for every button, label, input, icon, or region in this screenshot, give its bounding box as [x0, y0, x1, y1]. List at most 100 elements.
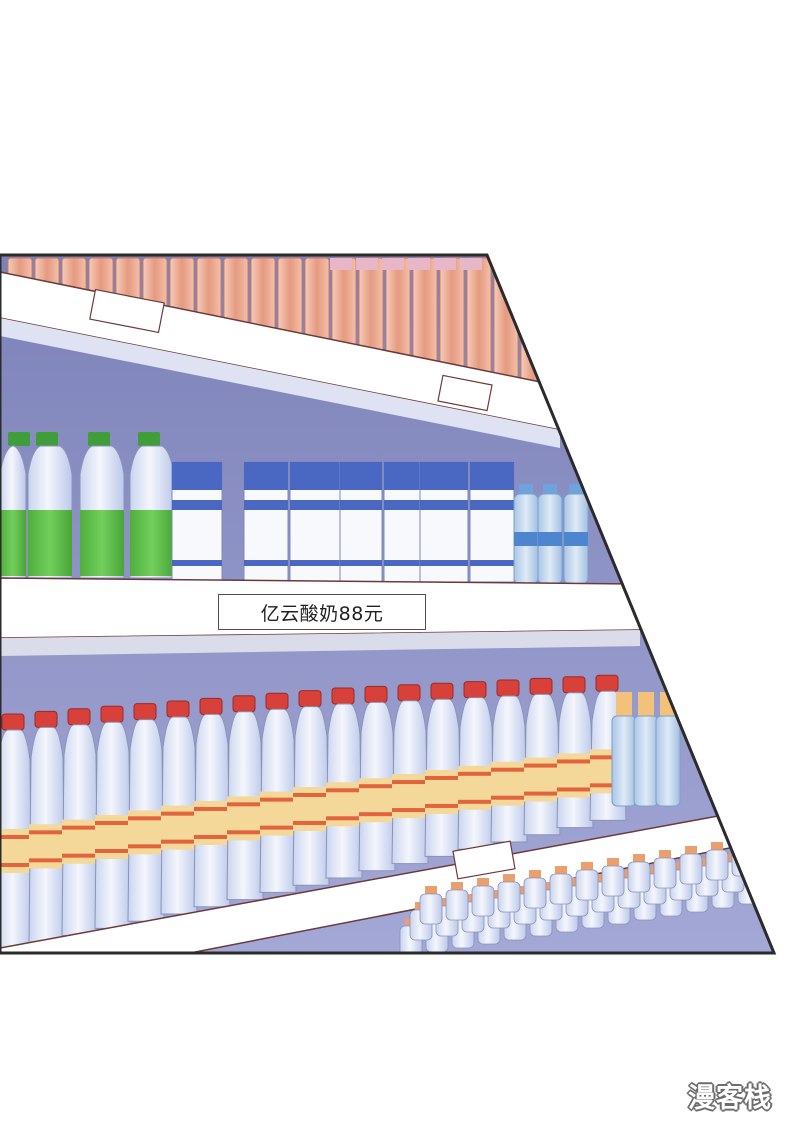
- top-shelf-underside: [0, 318, 560, 448]
- water-bottle-cap: [265, 692, 289, 710]
- small-bottle: [653, 857, 677, 889]
- milk-carton-stripe: [290, 560, 340, 566]
- water-bottle-cap: [430, 682, 454, 700]
- aqua-bottle-cap: [543, 484, 557, 494]
- water-label-stripe: [359, 812, 395, 817]
- milk-carton-band: [420, 500, 468, 510]
- water-label-stripe: [392, 808, 428, 813]
- small-bottle-cap: [685, 846, 697, 854]
- water-label-stripe: [524, 791, 560, 796]
- water-bottle-cap: [232, 695, 256, 713]
- water-bottle-cap: [166, 700, 190, 718]
- water-label-stripe: [590, 783, 626, 788]
- top-shelf-tag-right: [437, 374, 493, 412]
- aqua-bottle-label: [564, 532, 588, 546]
- small-bottle: [471, 885, 495, 917]
- milk-carton-stripe: [470, 560, 514, 566]
- water-label-stripe: [590, 755, 626, 760]
- milk-carton-band: [340, 500, 382, 510]
- water-row: [0, 674, 681, 951]
- publisher-watermark: 漫客栈: [688, 1082, 772, 1114]
- middle-row: [0, 432, 589, 585]
- small-bottle-cap: [607, 858, 619, 866]
- water-label-stripe: [557, 787, 593, 792]
- water-bottle-cap: [463, 681, 487, 699]
- water-label-stripe: [161, 811, 197, 816]
- water-label-stripe: [0, 835, 32, 839]
- green-bottle-cap: [88, 432, 110, 446]
- water-label-stripe: [425, 775, 461, 780]
- green-bottle-cap: [138, 432, 160, 446]
- water-bottle-cap: [562, 676, 586, 694]
- water-label-stripe: [128, 816, 164, 821]
- water-label-stripe: [293, 820, 329, 825]
- small-bottle-cap: [711, 842, 723, 850]
- water-label-stripe: [194, 834, 230, 839]
- small-bottle: [627, 861, 651, 893]
- green-bottle-cap: [36, 432, 58, 446]
- juice-can-top: [382, 258, 404, 270]
- water-bottle-cap: [397, 684, 421, 702]
- water-label-stripe: [524, 763, 560, 768]
- milk-carton-band: [470, 500, 514, 510]
- small-bottle: [575, 869, 599, 901]
- water-bottle-cap: [100, 705, 124, 723]
- green-bottle-liquid: [0, 510, 26, 576]
- water-bottle-cap: [529, 677, 553, 695]
- small-bottle: [523, 877, 547, 909]
- small-bottle: [419, 893, 443, 925]
- juice-can: [574, 257, 600, 410]
- water-label-stripe: [95, 848, 131, 853]
- juice-can-top: [330, 258, 352, 270]
- milk-carton-band: [172, 500, 222, 510]
- small-bottle: [757, 841, 774, 873]
- water-bottle-cap: [331, 687, 355, 705]
- aqua-bottle: [611, 715, 637, 807]
- juice-can-top: [460, 258, 482, 270]
- milk-carton-top: [420, 462, 468, 490]
- water-bottle-cap: [199, 697, 223, 715]
- green-bottle-liquid: [130, 510, 174, 576]
- small-bottle-cap: [451, 882, 463, 890]
- water-label-stripe: [95, 820, 131, 825]
- water-label-stripe: [0, 863, 32, 867]
- small-bottle-cap: [581, 862, 593, 870]
- water-label-stripe: [392, 780, 428, 785]
- water-bottle-cap: [1, 713, 25, 731]
- milk-carton-top: [384, 462, 420, 490]
- water-label-stripe: [293, 792, 329, 797]
- small-bottle-cap: [477, 878, 489, 886]
- juice-can-top: [434, 258, 456, 270]
- water-label-stripe: [194, 806, 230, 811]
- milk-carton-stripe: [420, 560, 468, 566]
- small-bottle: [497, 881, 521, 913]
- panel-border: [0, 253, 777, 955]
- small-bottle-cap: [425, 886, 437, 894]
- milk-carton-stripe: [340, 560, 382, 566]
- water-label-stripe: [491, 767, 527, 772]
- milk-carton-top: [244, 462, 288, 490]
- small-bottle: [445, 889, 469, 921]
- small-bottle-cap: [659, 850, 671, 858]
- green-bottle-cap: [8, 432, 30, 446]
- water-bottle-cap: [496, 679, 520, 697]
- milk-carton-top: [172, 462, 222, 490]
- small-bottle-cap: [737, 838, 749, 846]
- small-bottle: [705, 849, 729, 881]
- aqua-bottle-label: [514, 532, 538, 546]
- milk-carton-band: [244, 500, 288, 510]
- aqua-bottle: [633, 715, 659, 807]
- yogurt-price-label: 亿云酸奶88元: [218, 594, 426, 630]
- small-bottle-cap: [763, 834, 774, 842]
- aqua-bottle-cap: [569, 484, 583, 494]
- juice-can-top: [408, 258, 430, 270]
- small-bottle: [601, 865, 625, 897]
- water-label-stripe: [227, 802, 263, 807]
- middle-shelf-underside: [0, 630, 640, 656]
- milk-carton-stripe: [384, 560, 420, 566]
- water-label-stripe: [557, 759, 593, 764]
- water-label-stripe: [128, 844, 164, 849]
- small-bottle-cap: [529, 870, 541, 878]
- water-label-stripe: [29, 858, 65, 863]
- water-label-stripe: [161, 839, 197, 844]
